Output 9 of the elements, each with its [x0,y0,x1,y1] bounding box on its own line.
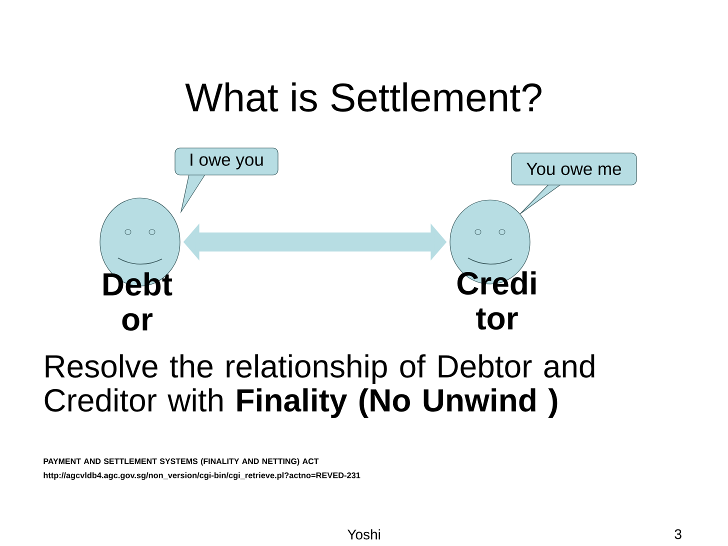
act-title: PAYMENT AND SETTLEMENT SYSTEMS (FINALITY AND NETTING) ACT [44,458,319,466]
footer-text: Yoshi [348,529,380,540]
body-text: Resolve the relationship of Debtor and Creditor with Finality (No Unwind ) [44,354,594,418]
speech-bubble: You owe me [511,152,637,214]
title: What is Settlement? [185,82,542,112]
page-number: 3 [674,529,682,540]
person-label: Credi tor [457,271,536,330]
url-text: http://agcvldb4.agc.gov.sg/non_version/cgi-bin/cgi_retrieve.pl?actno=REVED-231 [44,472,360,480]
speech-bubble: I owe you [174,148,278,214]
